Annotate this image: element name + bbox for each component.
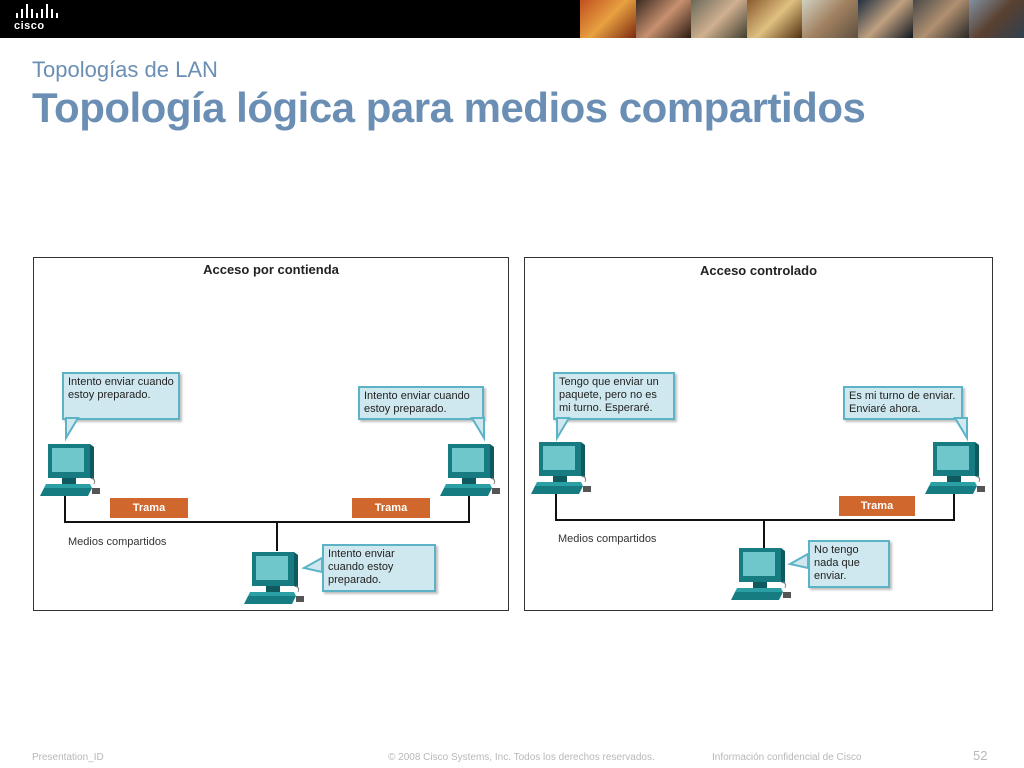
computer-icon [440, 443, 500, 497]
panel-contention-access: Acceso por contienda Intento enviar cuan… [33, 257, 509, 611]
speech-bubble: Es mi turno de enviar. Enviaré ahora. [843, 386, 963, 420]
bubble-tail-icon [470, 417, 485, 442]
footer-presentation-id: Presentation_ID [32, 752, 104, 763]
panel-title: Acceso por contienda [203, 262, 339, 277]
frame-label: Trama [110, 498, 188, 518]
speech-bubble: Intento enviar cuando estoy preparado. [358, 386, 484, 420]
speech-bubble: Intento enviar cuando estoy preparado. [322, 544, 436, 592]
bubble-tail-icon [953, 417, 968, 442]
shared-media-bus [555, 519, 955, 521]
computer-icon [925, 441, 985, 495]
shared-media-bus [64, 521, 470, 523]
bubble-tail-icon [65, 417, 80, 442]
drop-line [64, 496, 66, 523]
shared-media-label: Medios compartidos [68, 536, 167, 548]
drop-line [468, 496, 470, 523]
speech-bubble: Intento enviar cuando estoy preparado. [62, 372, 180, 420]
speech-bubble: No tengo nada que enviar. [808, 540, 890, 588]
drop-line [276, 521, 278, 551]
panel-title: Acceso controlado [699, 263, 818, 278]
computer-icon [731, 547, 791, 601]
speech-bubble: Tengo que enviar un paquete, pero no es … [553, 372, 675, 420]
slide-subtitle: Topologías de LAN [32, 57, 218, 82]
computer-icon [244, 551, 304, 605]
bubble-tail-icon [301, 556, 323, 574]
frame-label: Trama [352, 498, 430, 518]
computer-icon [40, 443, 100, 497]
shared-media-label: Medios compartidos [558, 533, 657, 545]
computer-icon [531, 441, 591, 495]
drop-line [763, 519, 765, 549]
cisco-bars-icon [16, 4, 60, 18]
footer-copyright: © 2008 Cisco Systems, Inc. Todos los der… [388, 752, 655, 763]
drop-line [555, 494, 557, 521]
cisco-logo: cisco [14, 4, 60, 34]
header-bar: cisco [0, 0, 1024, 38]
panel-controlled-access: Acceso controlado Tengo que enviar un pa… [524, 257, 993, 611]
bubble-tail-icon [787, 552, 809, 570]
footer-confidential: Información confidencial de Cisco [712, 752, 862, 763]
bubble-tail-icon [556, 417, 571, 442]
drop-line [953, 494, 955, 521]
logo-wordmark: cisco [14, 20, 45, 32]
slide-title: Topología lógica para medios compartidos [32, 84, 866, 131]
header-photo-strip [580, 0, 1024, 38]
page-number: 52 [973, 748, 988, 763]
frame-label: Trama [839, 496, 915, 516]
